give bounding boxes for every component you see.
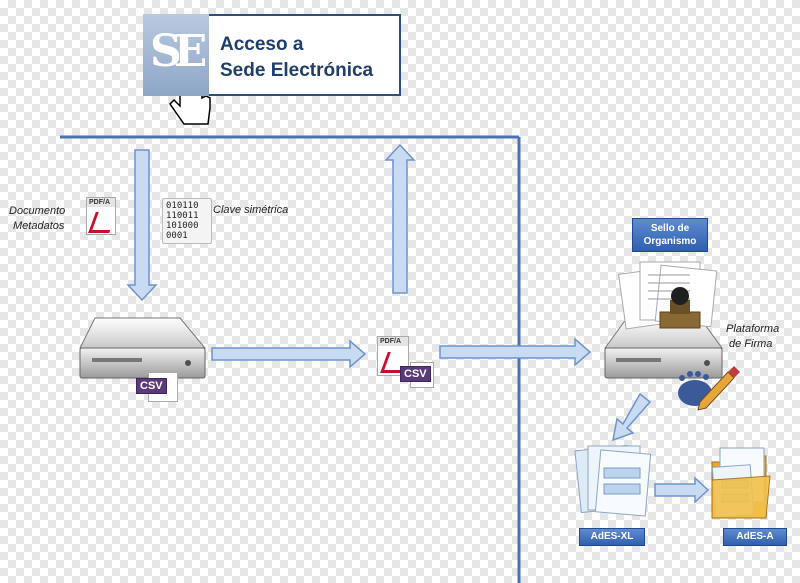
arrow-document-to-platform xyxy=(439,337,592,367)
csv-tag-middle: CSV xyxy=(400,366,431,382)
binary-line: 010110 xyxy=(166,201,199,211)
pdf-tag-middle: PDF/A xyxy=(378,337,408,346)
ades-a-badge: AdES-A xyxy=(723,528,787,546)
boundary-lines xyxy=(60,135,521,583)
binary-line: 101000 xyxy=(166,221,199,231)
sello-organismo-badge: Sello de Organismo xyxy=(632,218,708,252)
portal-title-line2: Sede Electrónica xyxy=(220,60,374,81)
footprint-pencil-icon xyxy=(678,366,740,411)
portal-logo-panel xyxy=(143,14,209,96)
ades-xl-badge: AdES-XL xyxy=(579,528,645,546)
binary-key-icon: 010110 110011 101000 0001 xyxy=(162,198,212,244)
portal-title-line1: Acceso a xyxy=(220,34,304,55)
label-metadatos: Metadatos xyxy=(13,220,65,232)
label-clave-simetrica: Clave simétrica xyxy=(213,204,289,216)
arrow-ades-xl-to-ades-a xyxy=(654,476,710,504)
label-documento: Documento xyxy=(9,205,66,217)
pdf-document-icon-middle: PDF/A xyxy=(377,336,409,376)
label-plataforma: Plataforma xyxy=(726,323,780,335)
ades-a-folder-icon xyxy=(711,447,771,519)
arrow-up-to-portal xyxy=(384,143,416,294)
pdf-document-icon: PDF/A xyxy=(86,197,117,235)
sello-line2: Organismo xyxy=(643,236,697,247)
arrow-server-to-document xyxy=(211,339,367,369)
acrobat-icon xyxy=(88,212,117,233)
binary-line: 0001 xyxy=(166,231,188,241)
label-de-firma: de Firma xyxy=(729,338,773,350)
arrow-platform-to-ades-xl xyxy=(612,392,652,442)
pdf-tag: PDF/A xyxy=(87,198,115,207)
arrow-down-to-server xyxy=(126,149,158,302)
sello-line1: Sello de xyxy=(650,223,690,234)
sede-electronica-logo: SE xyxy=(150,26,207,77)
server-icon-left xyxy=(79,317,207,379)
ades-xl-document-icon xyxy=(574,444,652,517)
binary-line: 110011 xyxy=(166,211,199,221)
csv-tag-left: CSV xyxy=(136,378,167,394)
stamp-icon xyxy=(659,287,701,329)
